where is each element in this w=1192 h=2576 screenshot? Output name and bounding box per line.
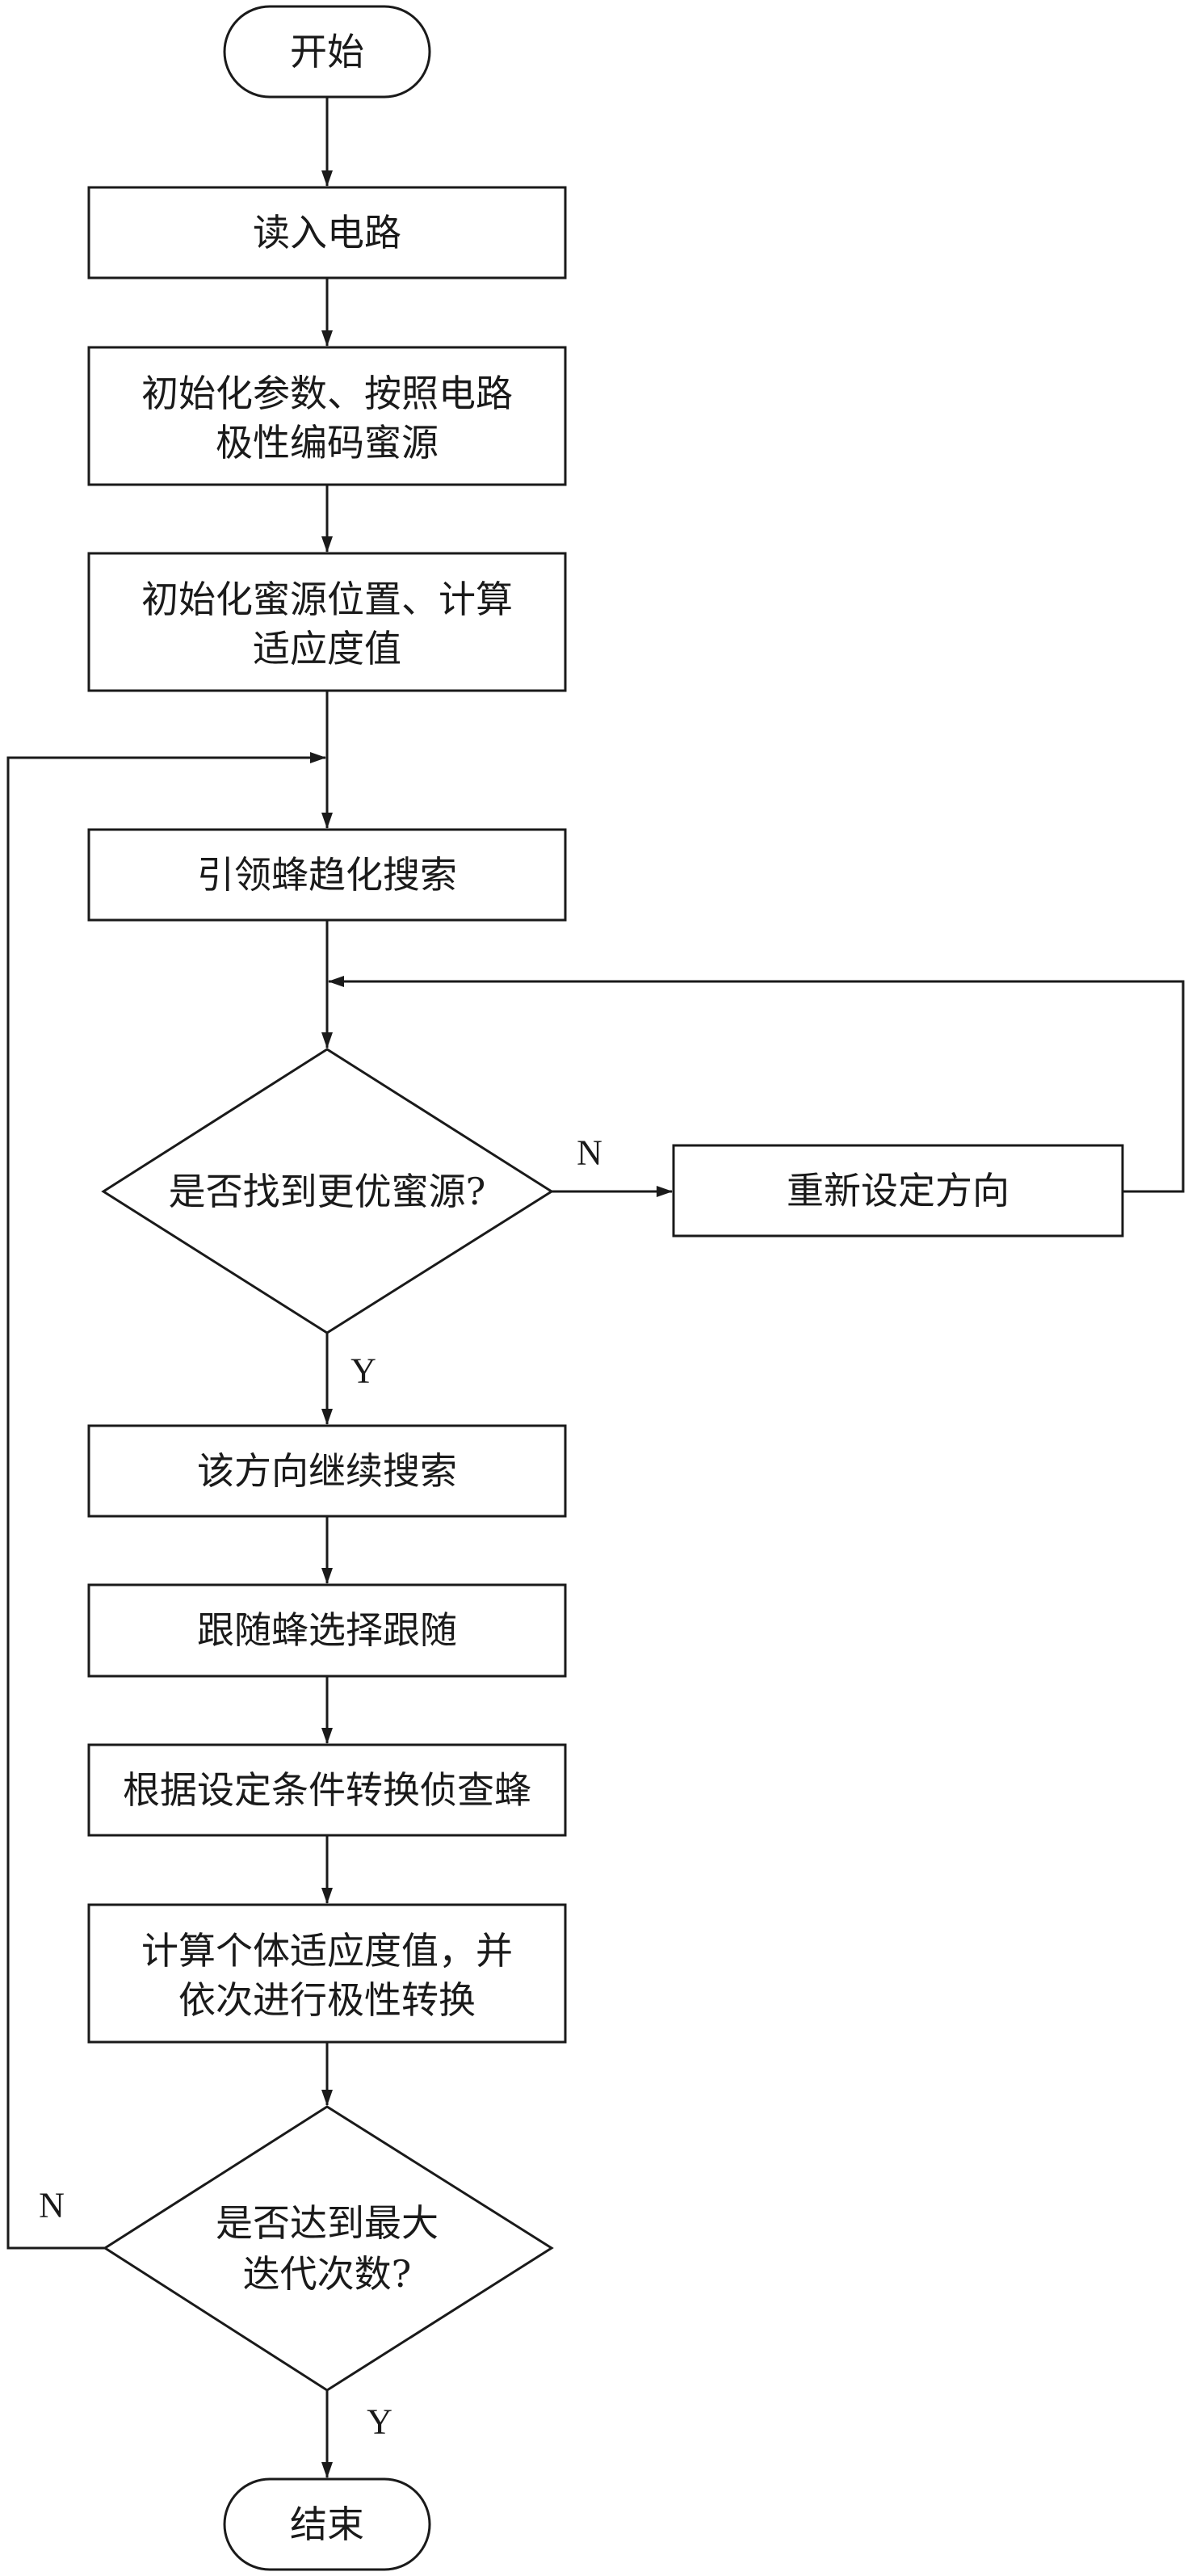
follow-select-label: 跟随蜂选择跟随 [197, 1608, 457, 1652]
init-params-label-line-2: 极性编码蜜源 [216, 421, 439, 464]
start-node: 开始 [223, 5, 431, 99]
lead-search-node: 引领蜂趋化搜索 [87, 828, 567, 922]
edge-label-better-yes: Y [350, 1351, 376, 1391]
decision-max-iter-label-line-2: 迭代次数? [243, 2252, 412, 2296]
edge-label-max-iter-yes: Y [367, 2402, 392, 2442]
decision-max-iter-node: 是否达到最大 迭代次数? [103, 2105, 554, 2392]
decision-max-iter-label-line-1: 是否达到最大 [216, 2201, 439, 2245]
arrow-max-no-back-to-loop [6, 752, 326, 2250]
compute-fitness-label-line-2: 依次进行极性转换 [178, 1978, 476, 2022]
continue-search-node: 该方向继续搜索 [87, 1424, 567, 1518]
end-node-label: 结束 [290, 2502, 364, 2546]
compute-fitness-label-line-1: 计算个体适应度值，并 [141, 1929, 513, 1973]
init-sources-node: 初始化蜜源位置、计算 适应度值 [87, 552, 567, 692]
edge-label-max-iter-no: N [39, 2186, 65, 2225]
init-params-node: 初始化参数、按照电路 极性编码蜜源 [87, 346, 567, 486]
decision-better-node: 是否找到更优蜜源? [101, 1048, 554, 1334]
read-circuit-label: 读入电路 [253, 211, 401, 254]
connectors [6, 97, 1185, 2478]
compute-fitness-node: 计算个体适应度值，并 依次进行极性转换 [87, 1903, 567, 2044]
start-node-label: 开始 [290, 30, 364, 74]
end-node: 结束 [223, 2477, 431, 2571]
arrow-reset-back-to-loop [328, 976, 1185, 1193]
follow-select-node: 跟随蜂选择跟随 [87, 1583, 567, 1678]
edge-label-better-no: N [577, 1133, 602, 1173]
decision-better-label: 是否找到更优蜜源? [169, 1170, 486, 1213]
reset-direction-node: 重新设定方向 [672, 1144, 1124, 1238]
read-circuit-node: 读入电路 [87, 186, 567, 279]
reset-direction-label: 重新设定方向 [787, 1169, 1009, 1212]
continue-search-label: 该方向继续搜索 [197, 1449, 457, 1493]
convert-scout-node: 根据设定条件转换侦查蜂 [87, 1743, 567, 1837]
init-sources-label-line-2: 适应度值 [253, 627, 401, 670]
init-params-label-line-1: 初始化参数、按照电路 [141, 372, 513, 415]
lead-search-label: 引领蜂趋化搜索 [197, 853, 457, 897]
convert-scout-label: 根据设定条件转换侦查蜂 [123, 1768, 531, 1812]
init-sources-label-line-1: 初始化蜜源位置、计算 [141, 578, 513, 621]
